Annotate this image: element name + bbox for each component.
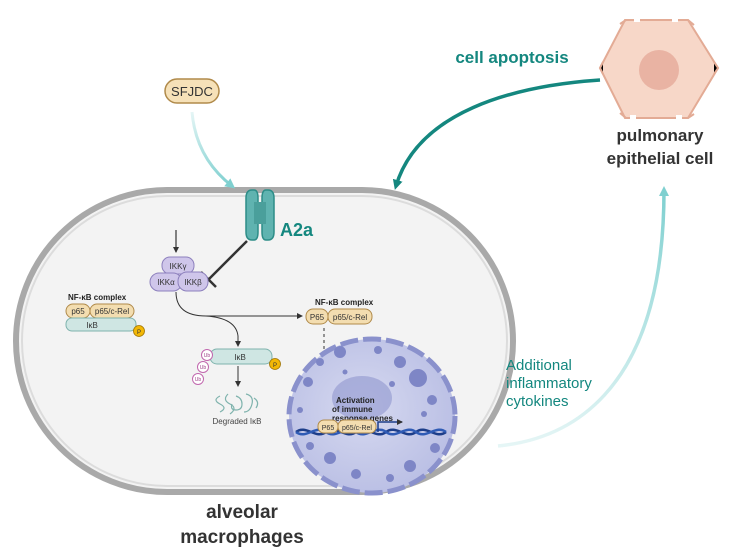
phospho-left-icon (133, 325, 145, 337)
p65-crel-nucleus-label: p65/c-Rel (342, 425, 372, 432)
ikb-ub-label: IκB (234, 353, 246, 362)
activation-label-1: Activation (336, 396, 375, 405)
ikk-beta-label: IKKβ (184, 278, 202, 287)
ikk-gamma-label: IKKγ (170, 262, 187, 271)
p65-crel-right (327, 308, 373, 325)
activation-label-2: of immune (332, 405, 373, 414)
apoptosis-arrow (392, 78, 601, 190)
nfkb-complex-left-label: NF-κB complex (68, 293, 127, 302)
receptor-icon (245, 189, 275, 241)
phospho-ub-label: P (273, 363, 277, 369)
p65-nucleus-label: P65 (322, 425, 335, 432)
ikk-alpha-label: IKKα (157, 278, 175, 287)
nucleus-icon (286, 336, 458, 496)
p65-left-label: p65 (71, 307, 85, 316)
ub-label-3: Ub (195, 377, 202, 383)
ikk-complex-icon (149, 256, 209, 292)
alveolar-label-1: alveolar (206, 502, 278, 523)
alveolar-label-2: macrophages (180, 527, 304, 548)
ubiquitin-icon (192, 349, 213, 385)
cell-apoptosis-label: cell apoptosis (455, 48, 568, 67)
p65-right-label: P65 (310, 313, 325, 322)
inhibition-arrow-icon (208, 240, 248, 280)
additional-label-2: inflammatory (506, 375, 592, 392)
activation-label-3: response genes (332, 414, 393, 423)
epithelial-cell-icon (598, 17, 720, 120)
p65-crel-nucleus (337, 419, 377, 434)
additional-label-3: cytokines (506, 393, 569, 410)
degraded-protein-icon (215, 393, 259, 415)
sfjdc-label: SFJDC (171, 84, 213, 99)
ikb-left-label: IκB (86, 321, 98, 330)
sfjdc-badge (164, 78, 220, 104)
cytokines-arrow (497, 186, 669, 448)
p65-crel-left-label: p65/c-Rel (95, 307, 129, 316)
degraded-ikb-label: Degraded IκB (213, 417, 262, 426)
phospho-left-label: P (137, 330, 141, 336)
ub-label-1: Ub (204, 353, 211, 359)
p65-crel-right-label: p65/c-Rel (333, 313, 367, 322)
ub-label-2: Ub (200, 365, 207, 371)
additional-label-1: Additional (506, 357, 572, 374)
pulmonary-label-2: epithelial cell (607, 149, 714, 168)
pulmonary-label-1: pulmonary (617, 126, 704, 145)
a2a-label: A2a (280, 220, 314, 240)
nfkb-complex-right-label: NF-κB complex (315, 298, 374, 307)
ikb-left (65, 317, 137, 332)
